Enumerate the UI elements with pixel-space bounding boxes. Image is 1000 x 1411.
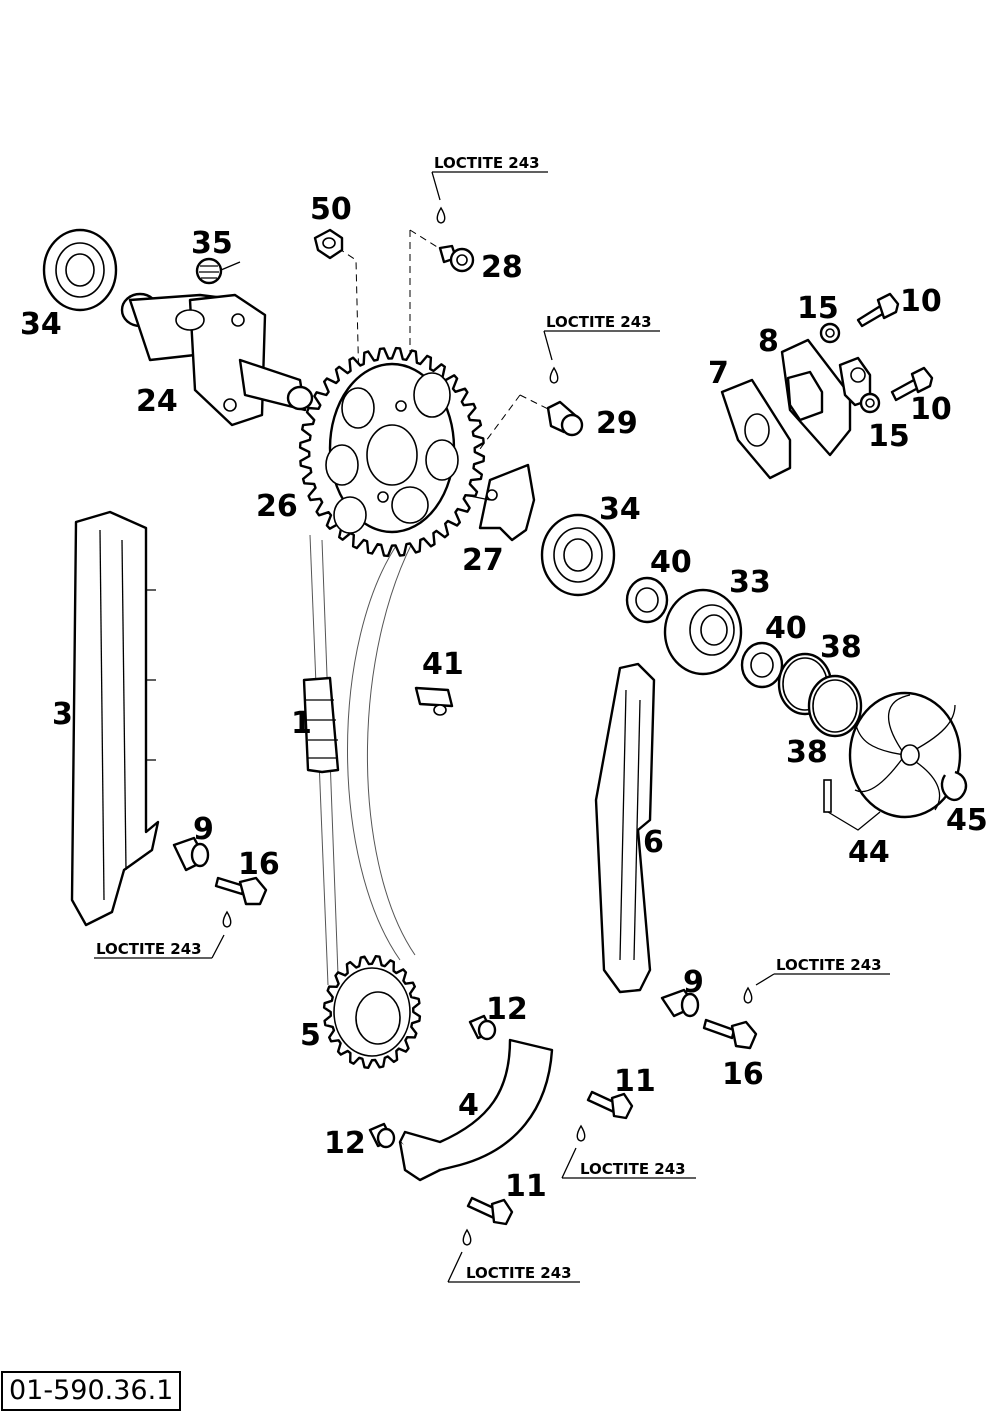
cam-sprocket-26 bbox=[298, 346, 486, 558]
bolt-10-upper bbox=[856, 292, 900, 328]
lever-27 bbox=[464, 463, 536, 542]
callout: 40 bbox=[765, 611, 807, 646]
screw-29 bbox=[546, 400, 584, 437]
tensioner-8 bbox=[780, 338, 872, 457]
callout: 40 bbox=[650, 545, 692, 580]
callout: 16 bbox=[722, 1057, 764, 1092]
callout: 45 bbox=[946, 803, 988, 838]
callout: 38 bbox=[820, 630, 862, 665]
dowel-12-lower bbox=[368, 1122, 396, 1149]
callout: 8 bbox=[758, 324, 779, 359]
bolt-16-right bbox=[702, 1018, 758, 1050]
callout: 1 bbox=[291, 706, 312, 741]
callout: 41 bbox=[422, 647, 464, 682]
bushing-9-left bbox=[172, 836, 210, 872]
loctite-label: LOCTITE 243 bbox=[546, 313, 652, 331]
callout: 11 bbox=[505, 1169, 547, 1204]
loctite-labels: LOCTITE 243 LOCTITE 243 LOCTITE 243 LOCT… bbox=[96, 154, 882, 1282]
callout: 27 bbox=[462, 543, 504, 578]
drawing-reference-number: 01-590.36.1 bbox=[1, 1371, 182, 1411]
seal-40-upper bbox=[625, 576, 669, 624]
dowel-12-upper bbox=[468, 1014, 497, 1041]
bolt-28 bbox=[438, 244, 475, 273]
spring-35 bbox=[195, 257, 241, 285]
circlip-45 bbox=[940, 770, 968, 802]
callout: 9 bbox=[193, 812, 214, 847]
callout: 10 bbox=[900, 284, 942, 319]
callout: 12 bbox=[324, 1126, 366, 1161]
callout: 16 bbox=[238, 847, 280, 882]
callout: 11 bbox=[614, 1064, 656, 1099]
loctite-label: LOCTITE 243 bbox=[580, 1160, 686, 1178]
crank-sprocket-5 bbox=[322, 955, 422, 1069]
callout: 34 bbox=[20, 307, 62, 342]
callout: 9 bbox=[683, 965, 704, 1000]
camshaft-24 bbox=[120, 292, 314, 427]
gasket-7 bbox=[720, 378, 792, 480]
impeller-44 bbox=[823, 691, 962, 831]
callout: 5 bbox=[300, 1018, 321, 1053]
callout: 12 bbox=[486, 992, 528, 1027]
callout: 3 bbox=[52, 697, 73, 732]
bearing-34-top bbox=[42, 228, 118, 312]
loctite-label: LOCTITE 243 bbox=[96, 940, 202, 958]
loctite-label: LOCTITE 243 bbox=[434, 154, 540, 172]
callout: 38 bbox=[786, 735, 828, 770]
chain-guide-4 bbox=[398, 1038, 554, 1182]
callout: 6 bbox=[643, 825, 664, 860]
callouts: 1 3 4 5 6 7 8 9 9 10 10 11 11 12 12 15 1… bbox=[20, 192, 988, 1204]
callout: 15 bbox=[797, 291, 839, 326]
callout: 28 bbox=[481, 250, 523, 285]
callout: 4 bbox=[458, 1088, 479, 1123]
callout: 44 bbox=[848, 835, 890, 870]
bolt-16-left bbox=[214, 876, 268, 906]
washer-15-upper bbox=[819, 322, 841, 344]
callout: 24 bbox=[136, 384, 178, 419]
bolt-11-upper bbox=[586, 1090, 634, 1120]
chain-1 bbox=[302, 676, 340, 774]
bushing-9-right bbox=[660, 988, 700, 1018]
callout: 15 bbox=[868, 419, 910, 454]
guide-rail-3 bbox=[70, 510, 160, 927]
seal-40-lower bbox=[740, 641, 784, 689]
chain-link-41 bbox=[414, 686, 454, 716]
callout: 33 bbox=[729, 565, 771, 600]
bearing-34-mid bbox=[540, 513, 616, 597]
nut-50 bbox=[313, 228, 344, 260]
washer-15-lower bbox=[859, 392, 881, 414]
ring-33 bbox=[663, 588, 743, 676]
callout: 26 bbox=[256, 489, 298, 524]
callout: 10 bbox=[910, 392, 952, 427]
loctite-leaders bbox=[94, 171, 890, 1283]
guide-rail-6 bbox=[594, 662, 656, 994]
callout: 34 bbox=[599, 492, 641, 527]
callout: 35 bbox=[191, 226, 233, 261]
callout: 7 bbox=[708, 356, 729, 391]
loctite-drops bbox=[222, 206, 753, 1246]
callout: 50 bbox=[310, 192, 352, 227]
callout: 29 bbox=[596, 406, 638, 441]
loctite-label: LOCTITE 243 bbox=[776, 956, 882, 974]
bolt-10-lower bbox=[890, 366, 934, 402]
bolt-11-lower bbox=[466, 1196, 514, 1226]
loctite-label: LOCTITE 243 bbox=[466, 1264, 572, 1282]
o-ring-38-b bbox=[807, 674, 863, 738]
